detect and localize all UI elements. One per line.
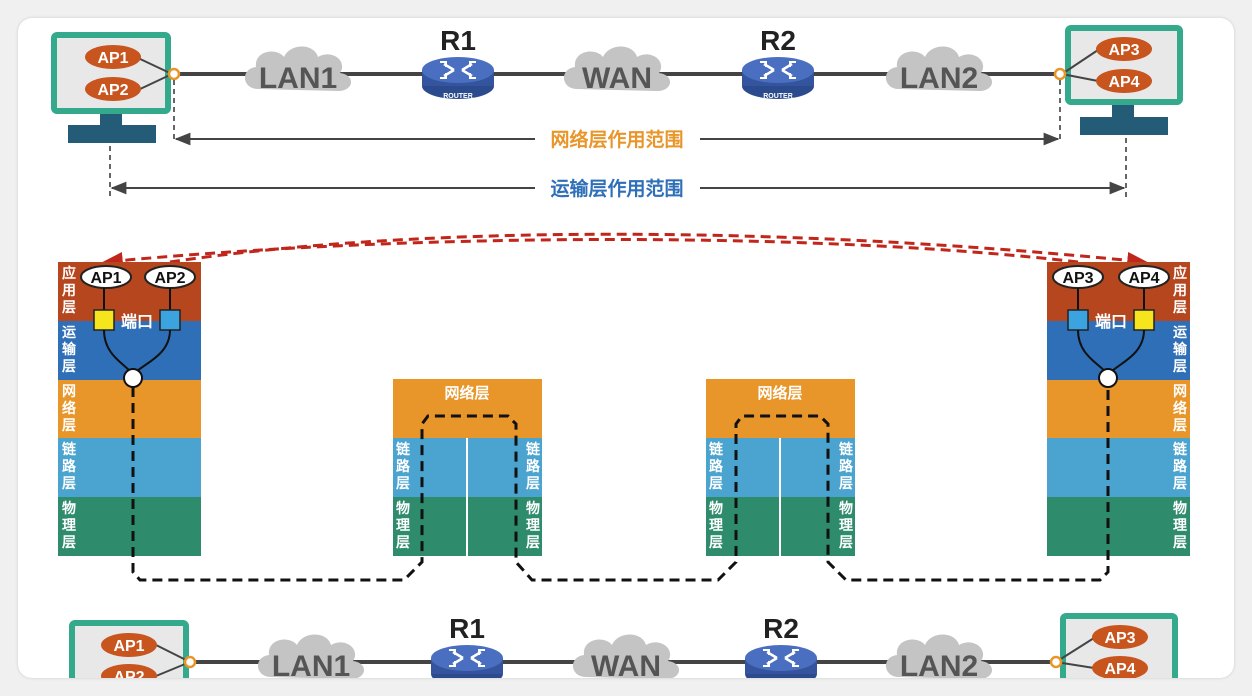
network-layer-diagram: AP1 AP2 AP3 AP4 LAN1 WAN LAN2 ROUTER R1: [51, 25, 1190, 678]
router1-left-link-text: 链路层: [396, 441, 411, 491]
bottom-cloud-lan1-label: LAN1: [272, 650, 350, 678]
router1-left-phys-text: 物理层: [396, 500, 410, 550]
left-port-ap2: [159, 309, 181, 331]
left-host-stack: 应用层 运输层 网络层 链路层 物理层 AP1 AP2 端口: [58, 262, 201, 556]
left-port-ap1: [93, 309, 115, 331]
right-link-layer: [1047, 438, 1190, 497]
bottom-network: AP1 AP2 AP3 AP4 LAN1 WAN LAN2 R1 R2: [69, 613, 1178, 678]
router2-network-layer: [706, 379, 855, 438]
router-r2-caption: ROUTER: [763, 93, 793, 100]
network-scope-label: 网络层作用范围: [550, 128, 683, 151]
left-layer-app-text: 应用层: [62, 265, 76, 315]
router2-left-link-text: 链路层: [709, 441, 724, 491]
bottom-cloud-lan2-label: LAN2: [900, 650, 978, 678]
router2-network-label: 网络层: [757, 384, 802, 402]
top-network: AP1 AP2 AP3 AP4 LAN1 WAN LAN2 ROUTER R1: [51, 25, 1183, 200]
left-host-base: [68, 125, 156, 143]
router1-network-label: 网络层: [444, 384, 489, 402]
right-port-label: 端口: [1095, 312, 1127, 331]
right-transport-layer: [1047, 321, 1190, 380]
router2-left-phys-text: 物理层: [709, 500, 723, 550]
router-r2-label: R2: [760, 25, 796, 56]
right-physical-layer: [1047, 497, 1190, 556]
right-layer-net-text: 网络层: [1173, 383, 1187, 433]
right-host-monitor: [1065, 25, 1183, 105]
bottom-left-app-label-2: AP2: [113, 669, 144, 678]
right-mux-node: [1098, 368, 1118, 388]
cloud-lan1-label: LAN1: [259, 62, 337, 95]
left-mux-node: [123, 368, 143, 388]
right-layer-link-text: 链路层: [1173, 441, 1188, 491]
stack-right-app-label-4: AP4: [1128, 270, 1159, 287]
stack-left-app-bubble-1: [80, 265, 132, 289]
router1-right-phys-text: 物理层: [526, 500, 540, 550]
left-layer-phys-text: 物理层: [62, 500, 76, 550]
right-host-base: [1080, 117, 1168, 135]
left-layer-trans-text: 运输层: [62, 324, 77, 374]
right-app-bubble-4: [1096, 69, 1152, 93]
router2-right-phys-text: 物理层: [839, 500, 853, 550]
left-network-layer: [58, 380, 201, 438]
cloud-lan2-label: LAN2: [900, 62, 978, 95]
right-host: AP3 AP4: [1053, 25, 1183, 135]
router2-stack: 网络层 链路层 物理层 链路层 物理层: [706, 379, 855, 556]
router1-right-link-text: 链路层: [526, 441, 541, 491]
bottom-left-host: AP1 AP2: [69, 620, 197, 678]
right-layer-app-text: 应用层: [1173, 265, 1187, 315]
right-host-stand: [1112, 105, 1134, 117]
left-app-label-2: AP2: [97, 82, 128, 99]
left-host-stand: [100, 114, 122, 126]
stack-left-app-label-2: AP2: [154, 270, 185, 287]
right-port-ap4: [1133, 309, 1155, 331]
bottom-right-host: AP3 AP4: [1049, 613, 1178, 678]
left-port-dot: [167, 67, 181, 81]
left-link-layer: [58, 438, 201, 497]
left-physical-layer: [58, 497, 201, 556]
left-app-label-1: AP1: [97, 50, 128, 67]
router-r1-label: R1: [440, 25, 476, 56]
data-flow-path: [131, 387, 1110, 582]
right-network-layer: [1047, 380, 1190, 438]
right-port-dot: [1053, 67, 1067, 81]
bottom-cloud-wan-label: WAN: [591, 650, 661, 678]
router2-right-link-text: 链路层: [839, 441, 854, 491]
bottom-left-app-label-1: AP1: [113, 638, 144, 655]
right-app-bubble-3: [1096, 37, 1152, 61]
left-layer-link-text: 链路层: [62, 441, 77, 491]
left-host: AP1 AP2: [51, 32, 181, 143]
bottom-right-app-label-3: AP3: [1104, 630, 1135, 647]
bottom-router-r1-label: R1: [449, 613, 485, 644]
right-port-ap3: [1067, 309, 1089, 331]
layer-stacks: 应用层 运输层 网络层 链路层 物理层 AP1 AP2 端口: [58, 232, 1190, 582]
diagram-card: AP1 AP2 AP3 AP4 LAN1 WAN LAN2 ROUTER R1: [18, 18, 1234, 678]
bottom-right-app-label-4: AP4: [1104, 661, 1135, 678]
router-r1-caption: ROUTER: [443, 93, 473, 100]
logical-link-ap3-ap1: [101, 238, 1079, 269]
stack-left-app-label-1: AP1: [90, 270, 121, 287]
right-layer-phys-text: 物理层: [1173, 500, 1187, 550]
left-layer-net-text: 网络层: [62, 383, 76, 433]
right-layer-trans-text: 运输层: [1173, 324, 1188, 374]
cloud-wan-label: WAN: [582, 62, 652, 95]
stack-right-app-label-3: AP3: [1062, 270, 1093, 287]
right-app-label-4: AP4: [1108, 74, 1139, 91]
transport-scope-label: 运输层作用范围: [550, 177, 683, 200]
right-app-label-3: AP3: [1108, 42, 1139, 59]
left-port-label: 端口: [121, 312, 153, 331]
router1-stack: 网络层 链路层 物理层 链路层 物理层: [393, 379, 542, 556]
bottom-router-r2-label: R2: [763, 613, 799, 644]
left-app-bubble-1: [85, 45, 141, 69]
left-app-bubble-2: [85, 77, 141, 101]
right-host-stack: 应用层 运输层 网络层 链路层 物理层 AP3 AP4 端口: [1047, 262, 1190, 556]
